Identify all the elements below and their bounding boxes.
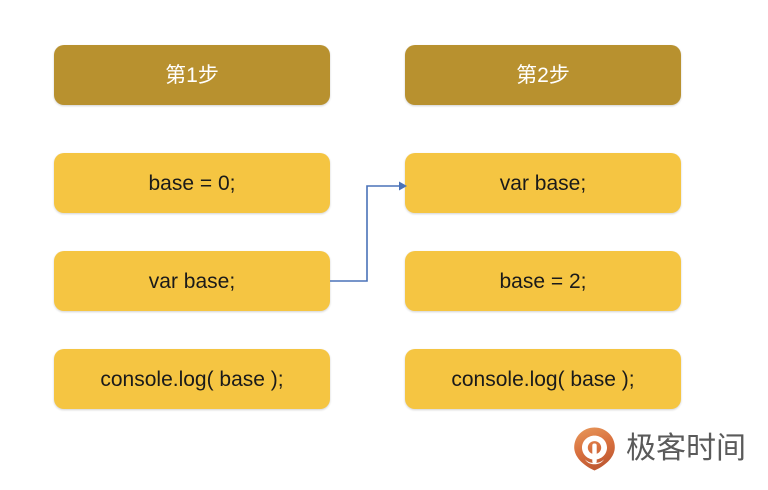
column-1-header: 第1步 (54, 45, 330, 105)
column-2-row-3-label: console.log( base ); (451, 367, 635, 391)
brand-logo-text: 极客时间 (626, 431, 746, 466)
column-2-header: 第2步 (405, 45, 681, 105)
column-1-row-3-label: console.log( base ); (100, 367, 284, 391)
column-1-row-1: base = 0; (54, 153, 330, 213)
brand-logo: 极客时间 (572, 426, 746, 472)
column-1-row-2-label: var base; (148, 269, 236, 293)
column-1-row-1-label: base = 0; (148, 171, 236, 195)
column-1-row-3: console.log( base ); (54, 349, 330, 409)
arrow-path (330, 185, 399, 282)
column-2-row-1: var base; (405, 153, 681, 213)
column-2-row-2-label: base = 2; (499, 269, 587, 293)
column-2-row-2: base = 2; (405, 251, 681, 311)
column-2-header-label: 第2步 (516, 63, 570, 87)
geektime-logo-icon (574, 427, 615, 471)
column-1-header-label: 第1步 (165, 63, 219, 87)
column-2-row-1-label: var base; (499, 171, 587, 195)
column-1-row-2: var base; (54, 251, 330, 311)
column-2-row-3: console.log( base ); (405, 349, 681, 409)
